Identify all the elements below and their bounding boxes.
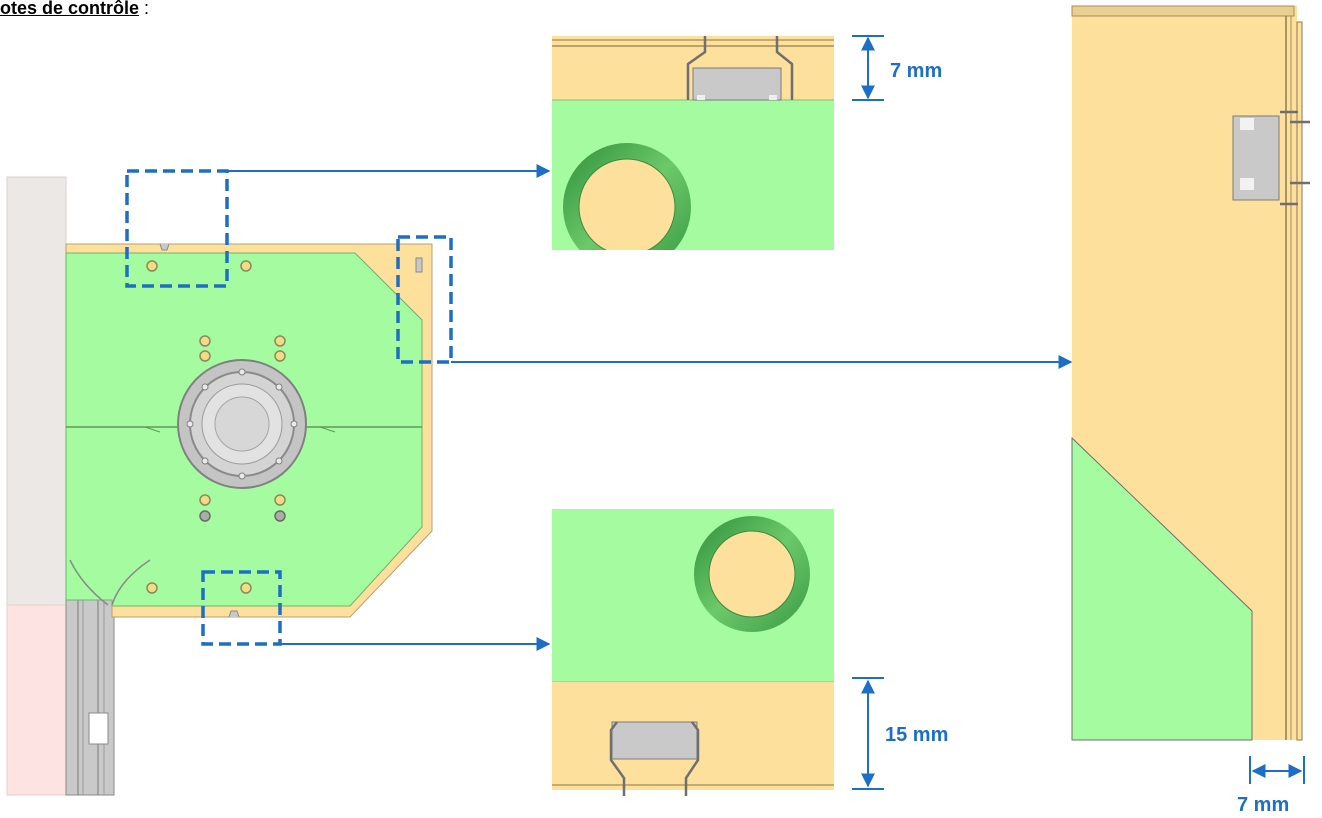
callout-side [396, 235, 453, 364]
bottom-clip [611, 721, 698, 760]
page-title: otes de contrôle : [0, 0, 150, 18]
top-dimension: 7 mm [852, 35, 942, 101]
wall-panel-lower [6, 604, 67, 796]
side-detail-view [1071, 5, 1310, 741]
center-connector [177, 359, 307, 489]
side-dimension-label: 7 mm [1237, 794, 1289, 816]
bottom-dimension-label: 15 mm [885, 724, 948, 746]
main-assembly-view [6, 176, 433, 796]
callout-arrows [227, 164, 1073, 651]
side-clip [1232, 115, 1280, 201]
bottom-dimension: 15 mm [852, 677, 948, 790]
rail [65, 599, 115, 796]
cable-arcs [69, 559, 151, 606]
side-dimension: 7 mm [1237, 756, 1305, 816]
callout-bottom [201, 570, 282, 646]
callout-boxes [125, 169, 453, 646]
mounting-holes [146, 260, 286, 594]
top-dimension-label: 7 mm [890, 60, 942, 82]
wall-panel-upper [6, 176, 67, 608]
bottom-detail-view [552, 509, 834, 796]
top-clip [692, 67, 782, 101]
top-detail-view [552, 36, 834, 280]
side-pcb-edge [1071, 436, 1253, 741]
